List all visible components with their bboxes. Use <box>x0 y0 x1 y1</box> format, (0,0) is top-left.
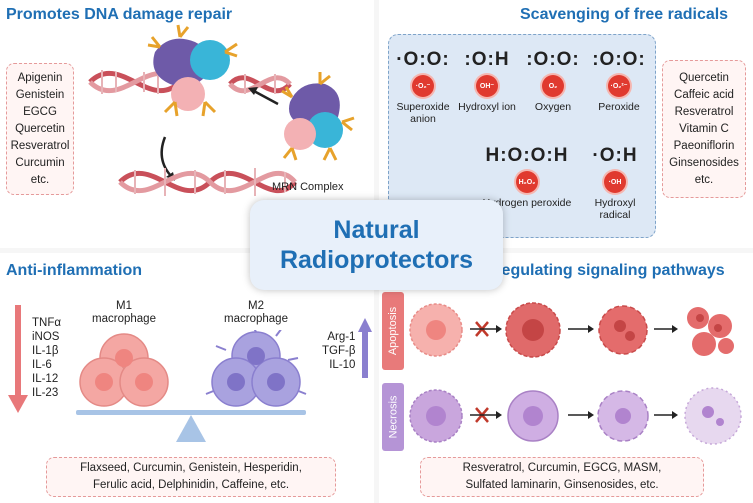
signaling-compounds-line2: Sulfated laminarin, Ginsenosides, etc. <box>465 479 659 491</box>
compound-caffeic-acid: Caffeic acid <box>674 88 734 101</box>
hydroxyl-ion-badge: OH⁻ <box>476 75 498 97</box>
hydroxyl-radical-name: Hydroxyl radical <box>594 197 636 221</box>
mrn-complex-bound <box>147 24 238 117</box>
up-regulation-arrow <box>358 318 372 378</box>
compound-ginsenosides: Ginsenosides <box>669 156 739 169</box>
repaired-dna-helix <box>118 168 297 196</box>
anti-inflammation-title: Anti-inflammation <box>6 262 142 279</box>
signaling-compound-list: Resveratrol, Curcumin, EGCG, MASM, Sulfa… <box>420 457 704 497</box>
compound-apigenin: Apigenin <box>17 71 63 84</box>
compound-resveratrol: Resveratrol <box>674 105 734 118</box>
cytokine-il12: IL-12 <box>32 373 59 385</box>
compound-etc: etc. <box>30 173 50 186</box>
mrn-complex-free <box>281 72 355 161</box>
apoptosis-label: Apoptosis <box>387 306 399 356</box>
necrosis-tab: Necrosis <box>382 383 404 451</box>
necrosis-label: Necrosis <box>387 395 400 439</box>
oxygen-badge: O₂ <box>542 75 564 97</box>
hydroxyl-ion-name: Hydroxyl ion <box>458 101 516 113</box>
cytokine-il1b: IL-1β <box>32 345 59 357</box>
cytokine-il23: IL-23 <box>32 387 59 399</box>
center-title-line2: Radioprotectors <box>279 246 474 274</box>
cytokine-tnfa: TNFα <box>32 317 62 329</box>
down-regulation-arrow <box>8 305 28 413</box>
superoxide-formula: ·O:O: <box>396 49 450 70</box>
balance-fulcrum <box>176 415 206 442</box>
cell-death-illustration <box>409 302 742 445</box>
mrn-complex-label: MRN Complex <box>272 181 344 193</box>
hydroxyl-radical-badge: ·OH <box>604 171 626 193</box>
radical-compound-list: Quercetin Caffeic acid Resveratrol Vitam… <box>662 60 746 198</box>
center-title-line1: Natural <box>333 216 420 244</box>
cytokine-inos: iNOS <box>32 331 60 343</box>
hydroxyl-radical-formula: ·O:H <box>592 145 638 166</box>
necrosis-sequence <box>409 387 742 445</box>
hydrogen-peroxide-badge: H₂O₂ <box>516 171 538 193</box>
radical-hydroxyl: ·O:H ·OH Hydroxyl radical <box>583 145 647 221</box>
cytokine-tgfb: TGF-β <box>322 345 356 357</box>
cytokine-il6: IL-6 <box>32 359 52 371</box>
peroxide-name: Peroxide <box>598 101 640 113</box>
binding-arrow <box>251 88 279 106</box>
superoxide-badge: ·O₂⁻ <box>412 75 434 97</box>
free-radicals-title: Scavenging of free radicals <box>520 6 729 23</box>
compound-genistein: Genistein <box>15 88 65 101</box>
m1-macrophage-label: M1 macrophage <box>92 300 156 325</box>
m2-macrophage-label: M2 macrophage <box>224 300 288 325</box>
superoxide-name: Superoxide anion <box>396 101 450 125</box>
compound-etc: etc. <box>694 173 714 186</box>
hydroxyl-ion-formula: :O:H <box>464 49 510 70</box>
dna-repair-illustration <box>88 24 355 196</box>
inflammation-compound-list: Flaxseed, Curcumin, Genistein, Hesperidi… <box>46 457 336 497</box>
signaling-title: Regulating signaling pathways <box>490 262 725 279</box>
compound-curcumin: Curcumin <box>15 156 65 169</box>
apoptosis-sequence <box>409 302 734 358</box>
center-title-box: Natural Radioprotectors <box>250 200 503 290</box>
compound-quercetin: Quercetin <box>679 71 729 84</box>
radical-peroxide: :O:O: ·O₂²⁻ Peroxide <box>587 49 651 113</box>
hydrogen-peroxide-name: Hydrogen peroxide <box>482 197 572 209</box>
m2-macrophage-cells <box>205 330 307 407</box>
peroxide-badge: ·O₂²⁻ <box>608 75 630 97</box>
compound-egcg: EGCG <box>23 105 57 118</box>
radical-oxygen: :O:O: O₂ Oxygen <box>521 49 585 113</box>
radical-hydrogen-peroxide: H:O:O:H H₂O₂ Hydrogen peroxide <box>481 145 573 209</box>
oxygen-formula: :O:O: <box>526 49 580 70</box>
compound-paeoniflorin: Paeoniflorin <box>673 139 735 152</box>
m1-macrophage-cells <box>79 333 169 407</box>
compound-resveratrol: Resveratrol <box>10 139 70 152</box>
inflammation-compounds-line1: Flaxseed, Curcumin, Genistein, Hesperidi… <box>80 462 302 474</box>
balance-beam <box>76 410 306 415</box>
down-cytokine-list: TNFα iNOS IL-1β IL-6 IL-12 IL-23 <box>32 316 61 400</box>
cytokine-il10: IL-10 <box>329 359 356 371</box>
dna-compound-list: Apigenin Genistein EGCG Quercetin Resver… <box>6 63 74 195</box>
radical-hydroxyl-ion: :O:H OH⁻ Hydroxyl ion <box>455 49 519 113</box>
compound-vitamin-c: Vitamin C <box>679 122 729 135</box>
signaling-compounds-line1: Resveratrol, Curcumin, EGCG, MASM, <box>462 462 662 474</box>
dna-repair-title: Promotes DNA damage repair <box>6 6 233 23</box>
inflammation-compounds-line2: Ferulic acid, Delphinidin, Caffeine, etc… <box>92 479 290 491</box>
up-cytokine-list: Arg-1 TGF-β IL-10 <box>322 330 355 372</box>
oxygen-name: Oxygen <box>534 101 572 113</box>
macrophage-balance-illustration <box>76 330 307 442</box>
cytokine-arg1: Arg-1 <box>327 331 356 343</box>
hydrogen-peroxide-formula: H:O:O:H <box>485 145 569 166</box>
radical-superoxide: ·O:O: ·O₂⁻ Superoxide anion <box>391 49 455 125</box>
compound-quercetin: Quercetin <box>15 122 65 135</box>
peroxide-formula: :O:O: <box>592 49 646 70</box>
apoptosis-tab: Apoptosis <box>382 292 404 370</box>
